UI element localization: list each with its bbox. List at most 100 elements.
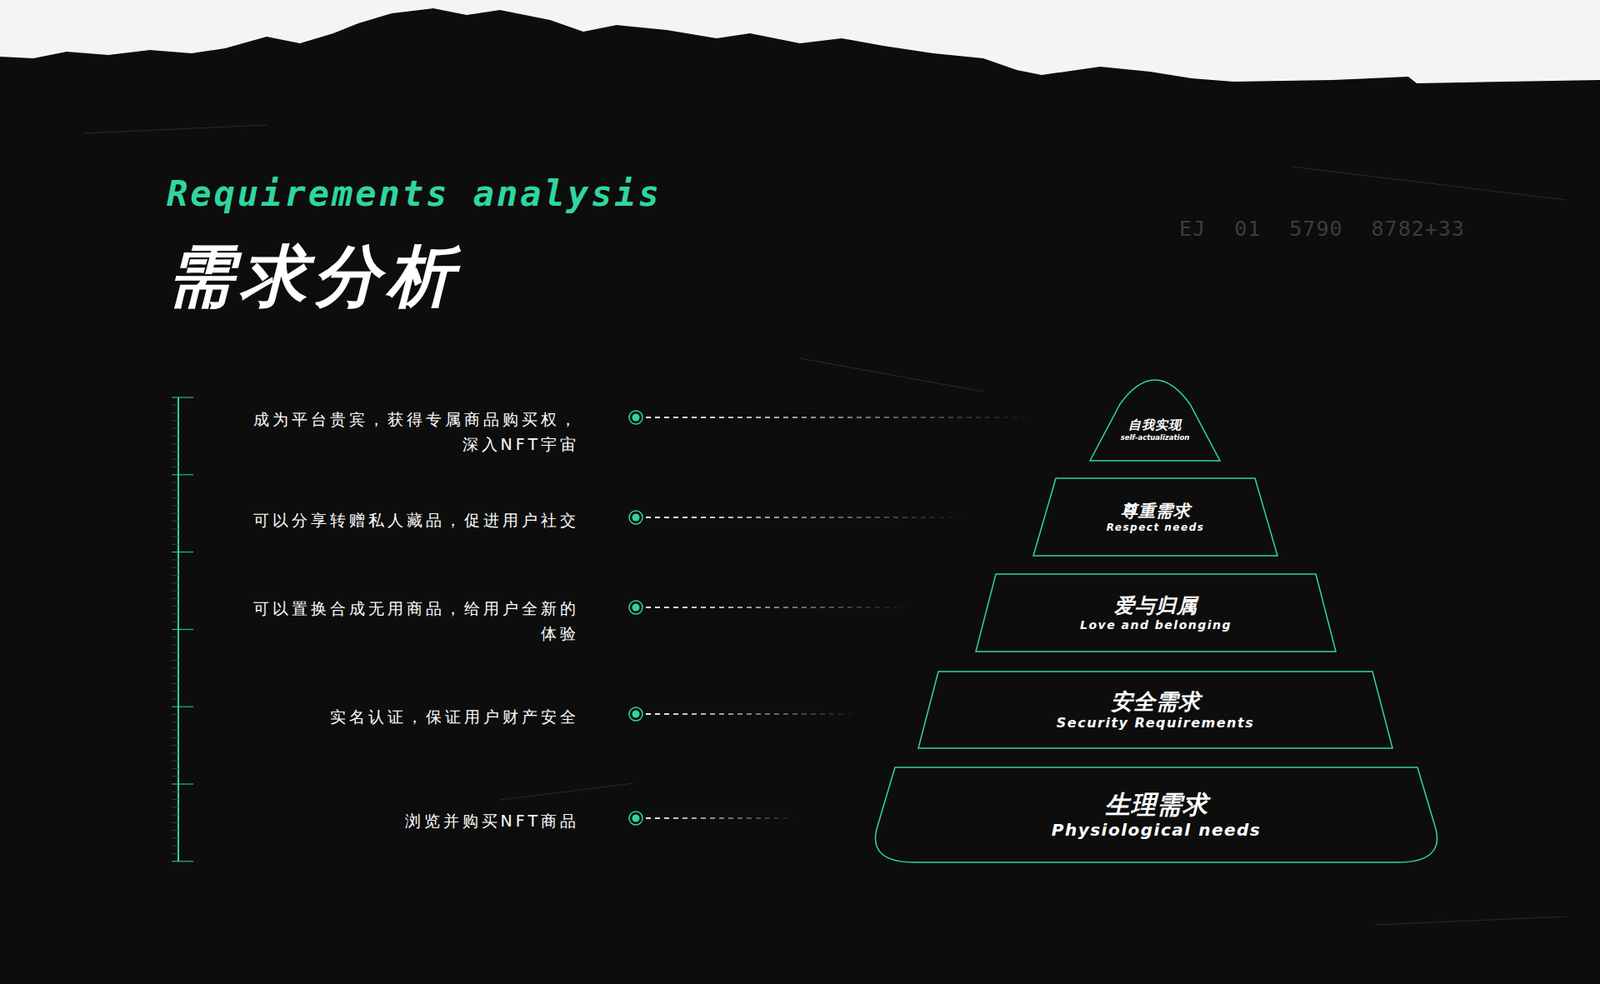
leader-dot-ring [629,600,643,615]
ruler-tick [171,636,179,638]
band-title: 爱与归属 [1114,593,1198,619]
ruler-tick [171,745,179,746]
requirement-text: 实名认证，保证用户财产安全 [237,704,580,730]
leader-dot [632,414,640,422]
leader-lines [629,410,1034,825]
ruler-tick [171,490,179,491]
scratch [800,358,984,392]
ruler-tick [171,860,194,862]
ruler-tick [171,412,179,414]
ruler-tick [171,760,179,762]
ruler-tick [171,428,179,430]
ruler-tick [171,466,179,468]
ruler-tick [171,551,194,553]
ruler-tick [171,667,179,669]
ruler-tick [171,482,179,484]
ruler-tick [171,450,179,452]
ruler-tick [171,520,179,522]
band-subtitle: Love and belonging [1080,618,1232,634]
ruler-tick [171,830,179,831]
band-title: 自我实现 [1128,417,1182,434]
leader-dot [632,604,640,612]
ruler-tick [171,567,179,569]
ruler-tick [171,690,179,692]
leader-line [645,713,859,715]
band-subtitle: Respect needs [1106,521,1205,535]
ruler-tick [171,799,179,800]
ruler-tick [171,582,179,584]
ruler-tick [171,714,179,715]
ruler-tick [171,513,179,515]
torn-paper [0,0,1600,84]
ruler-tick [171,845,179,847]
pyramid-band: 生理需求Physiological needs [873,767,1440,863]
ruler-tick [171,853,179,855]
ruler-tick [171,459,179,460]
band-title: 生理需求 [1105,789,1209,821]
ruler-tick [171,629,194,630]
ruler-tick [171,721,179,723]
ruler-tick [171,644,179,645]
leader-line [645,416,1034,419]
band-subtitle: Physiological needs [1051,820,1261,841]
ruler-tick [171,598,179,600]
band-title: 安全需求 [1110,688,1201,716]
ruler-tick [171,822,179,824]
ruler-tick [171,775,179,777]
band-title: 尊重需求 [1120,500,1191,522]
ruler-tick [171,397,194,399]
leader-dot-ring [629,811,643,825]
ruler-tick [171,575,179,576]
ruler-tick [171,706,194,708]
band-subtitle: self-actualization [1120,433,1190,443]
ruler-tick [171,621,179,623]
ruler-tick [171,784,194,785]
ruler-tick [171,497,179,499]
pyramid-band: 爱与归属Love and belonging [975,574,1336,652]
ruler-tick [171,815,179,816]
leader-dot-ring [629,410,643,425]
pyramid-band: 安全需求Security Requirements [918,671,1393,749]
leader-line [645,516,967,519]
ruler-tick [171,791,179,793]
pyramid-band: 自我实现self-actualization [1090,379,1220,461]
leader-dot [632,710,640,719]
ruler-tick [171,806,179,808]
title: 需求分析 [166,243,460,310]
ruler-tick [171,660,179,661]
band-shape [918,671,1393,749]
scratch [1375,916,1567,925]
serial-code: EJ 01 5790 8782+33 [1179,216,1465,242]
requirement-text: 可以分享转赠私人藏品，促进用户社交 [237,507,580,533]
leader-dot [632,815,640,823]
requirement-text: 可以置换合成无用商品，给用户全新的 体验 [237,595,580,646]
ruler-tick [171,752,179,754]
ruler-tick [171,675,179,677]
ruler-tick [171,737,179,739]
ruler-tick [171,768,179,770]
requirement-text: 浏览并购买NFT商品 [237,808,580,834]
subtitle: Requirements analysis [166,181,662,207]
ruler-tick [171,474,194,475]
leader-dot-ring [629,707,643,721]
ruler-tick [171,698,179,700]
ruler-tick [171,730,179,731]
ruler-tick [171,528,179,530]
band-shape [1033,478,1278,556]
leader-dot-ring [629,510,643,525]
pyramid-band: 尊重需求Respect needs [1033,478,1278,556]
ruler-tick [171,683,179,685]
leader-line [645,606,909,609]
ruler-tick [171,613,179,615]
ruler-tick [171,443,179,445]
ruler-tick [171,420,179,421]
ruler-tick [171,536,179,538]
leader-dot [632,514,640,522]
band-shape [875,767,1437,863]
ruler-tick [171,590,179,592]
requirement-text: 成为平台贵宾，获得专属商品购买权， 深入NFT宇宙 [237,406,580,457]
ruler-tick [171,837,179,839]
band-subtitle: Security Requirements [1056,715,1255,732]
